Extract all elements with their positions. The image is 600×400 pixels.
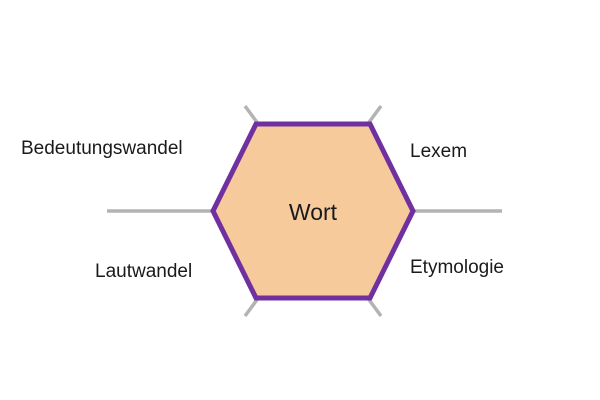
label-etymologie: Etymologie [410,257,504,278]
label-bedeutungswandel: Bedeutungswandel [21,138,183,159]
center-label: Wort [288,199,338,225]
label-lexem: Lexem [410,141,468,162]
center-hexagon [210,121,416,301]
label-lautwandel: Lautwandel [95,261,193,282]
